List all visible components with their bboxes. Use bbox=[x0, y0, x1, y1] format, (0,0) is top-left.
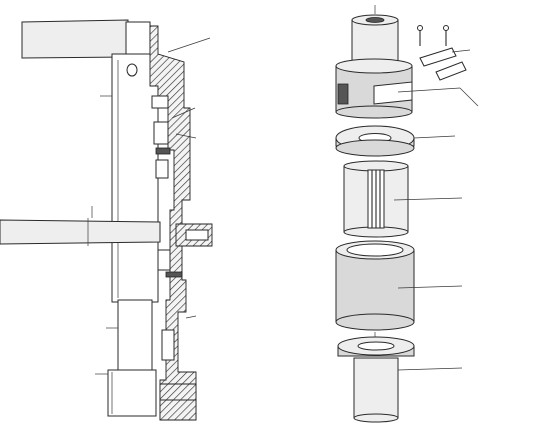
washer-ring bbox=[335, 125, 456, 157]
pins-and-screw bbox=[417, 25, 471, 81]
sectional-assembly-view bbox=[0, 19, 213, 421]
flanged-base bbox=[337, 336, 463, 423]
outer-sleeve bbox=[335, 240, 463, 340]
top-arm bbox=[21, 19, 151, 59]
clamp-body bbox=[335, 58, 479, 119]
housing-section bbox=[149, 25, 197, 421]
slotted-collet bbox=[343, 160, 463, 238]
side-port bbox=[175, 223, 213, 247]
input-pipe bbox=[0, 206, 161, 246]
base-block bbox=[95, 369, 157, 417]
leader-lines-left bbox=[167, 37, 211, 319]
vertical-shaft bbox=[100, 53, 159, 303]
lower-shaft bbox=[106, 299, 153, 373]
top-cap bbox=[351, 5, 399, 63]
exploded-parts-view bbox=[335, 5, 479, 423]
